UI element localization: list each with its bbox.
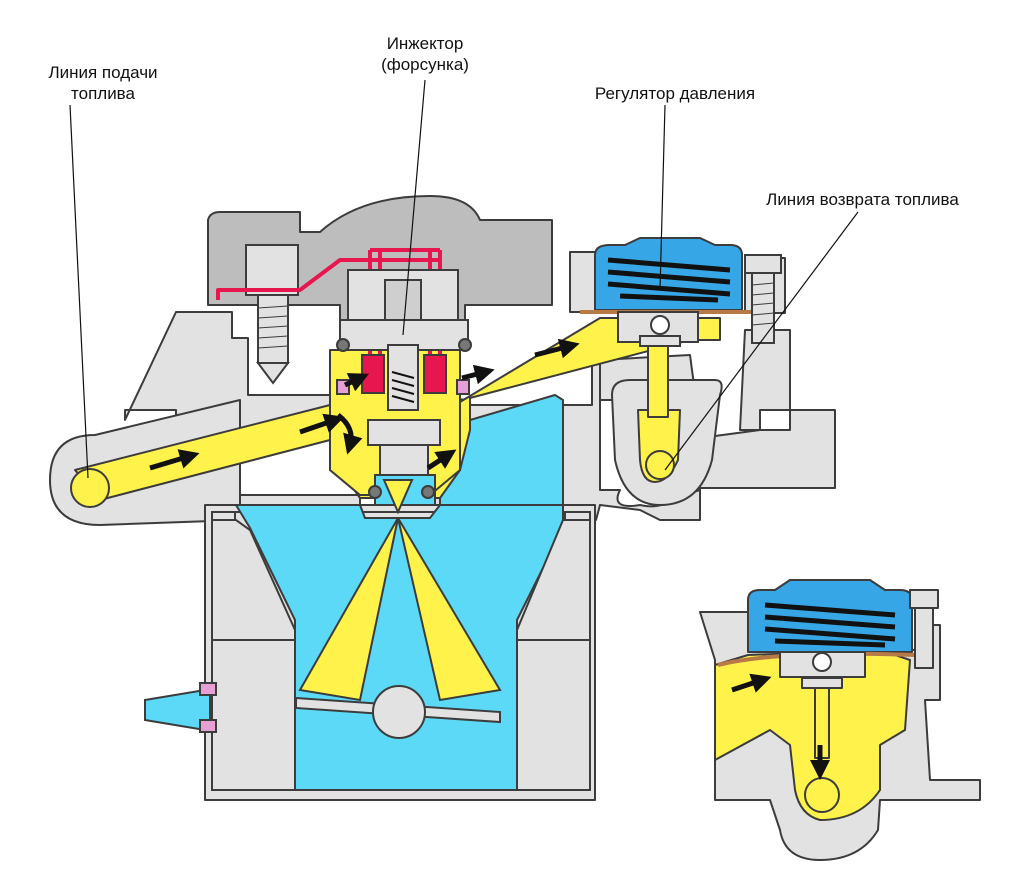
inner-walls — [211, 519, 591, 791]
throttle-plate — [295, 685, 501, 739]
label-line-1: Инжектор — [386, 34, 464, 53]
injector — [336, 269, 472, 515]
pressure-regulator-label: Регулятор давления — [594, 84, 756, 103]
label-line-1: Линия подачи — [48, 63, 158, 82]
label-line-2: (форсунка) — [381, 55, 469, 74]
fuel-spray — [298, 517, 502, 702]
leader-lines — [69, 79, 859, 479]
label-line-2: топлива — [71, 84, 135, 103]
bolt-left — [245, 244, 299, 385]
vacuum-nipple — [144, 682, 217, 733]
injector-label: Инжектор (форсунка) — [355, 33, 495, 75]
fuel-return-line-label: Линия возврата топлива — [766, 190, 959, 209]
flow-arrows — [149, 338, 580, 471]
bolt-right — [744, 254, 782, 344]
inset-regulator-view — [699, 579, 981, 861]
pressure-regulator — [580, 237, 760, 347]
fuel-supply-line-label: Линия подачи топлива — [28, 62, 178, 104]
